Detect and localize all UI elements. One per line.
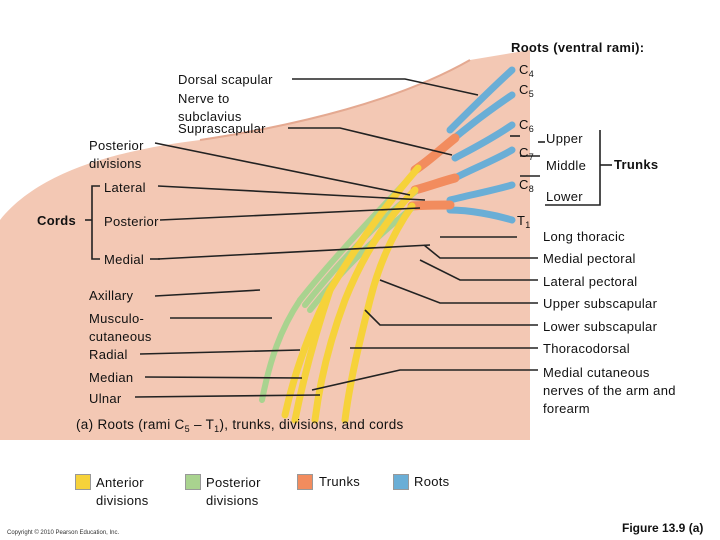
legend-swatch-posterior	[185, 474, 201, 490]
trunks-label: Trunks	[614, 157, 659, 172]
upper-trunk-label: Upper	[546, 131, 583, 146]
roots-header: Roots (ventral rami):	[511, 40, 645, 55]
lateral-pectoral-label: Lateral pectoral	[543, 274, 638, 289]
figure-caption: (a) Roots (rami C5 – T1), trunks, divisi…	[76, 417, 404, 434]
legend-label-roots: Roots	[414, 474, 450, 489]
posterior-divisions-label-2: divisions	[89, 156, 142, 171]
figure-number: Figure 13.9 (a)	[622, 521, 704, 535]
nerve-subclavius-label-2: subclavius	[178, 109, 242, 124]
lower-subscapular-label: Lower subscapular	[543, 319, 658, 334]
posterior-cord-label: Posterior	[104, 214, 159, 229]
dorsal-scapular-label: Dorsal scapular	[178, 72, 273, 87]
trunks-bracket	[538, 130, 612, 206]
root-label-c4: C4	[519, 62, 535, 79]
legend-label-anterior: Anterior divisions	[96, 475, 149, 508]
medial-pectoral-label: Medial pectoral	[543, 251, 636, 266]
legend-label-posterior: Posterior divisions	[206, 475, 261, 508]
legend-swatch-trunks	[297, 474, 313, 490]
leader-lines	[134, 78, 540, 398]
cords-label: Cords	[37, 213, 77, 228]
suprascapular-label: Suprascapular	[178, 121, 266, 136]
posterior-divisions-label-1: Posterior	[89, 138, 144, 153]
axillary-label: Axillary	[89, 288, 134, 303]
root-label-c8: C8	[519, 177, 535, 194]
ulnar-label: Ulnar	[89, 391, 122, 406]
legend-swatch-anterior	[75, 474, 91, 490]
median-label: Median	[89, 370, 134, 385]
thoracodorsal-label: Thoracodorsal	[543, 341, 630, 356]
medial-cord-label: Medial	[104, 252, 145, 267]
root-label-t1: T1	[517, 213, 531, 230]
musculocutaneous-label-1: Musculo-	[89, 311, 145, 326]
middle-trunk-label: Middle	[546, 158, 587, 173]
long-thoracic-label: Long thoracic	[543, 229, 625, 244]
legend-swatch-roots	[393, 474, 409, 490]
lateral-cord-label: Lateral	[104, 180, 146, 195]
upper-subscapular-label: Upper subscapular	[543, 296, 658, 311]
cords-bracket	[85, 185, 100, 260]
musculocutaneous-label-2: cutaneous	[89, 329, 152, 344]
root-label-c5: C5	[519, 82, 535, 99]
root-label-c7: C7	[519, 145, 535, 162]
copyright-notice: Copyright © 2010 Pearson Education, Inc.	[7, 530, 120, 536]
legend-label-trunks: Trunks	[319, 474, 361, 489]
nerve-subclavius-label-1: Nerve to	[178, 91, 230, 106]
radial-label: Radial	[89, 347, 128, 362]
medial-cutaneous-label: Medial cutaneous nerves of the arm and f…	[543, 365, 676, 416]
shoulder-silhouette	[0, 50, 530, 440]
lower-trunk-label: Lower	[546, 189, 583, 204]
root-label-c6: C6	[519, 117, 535, 134]
